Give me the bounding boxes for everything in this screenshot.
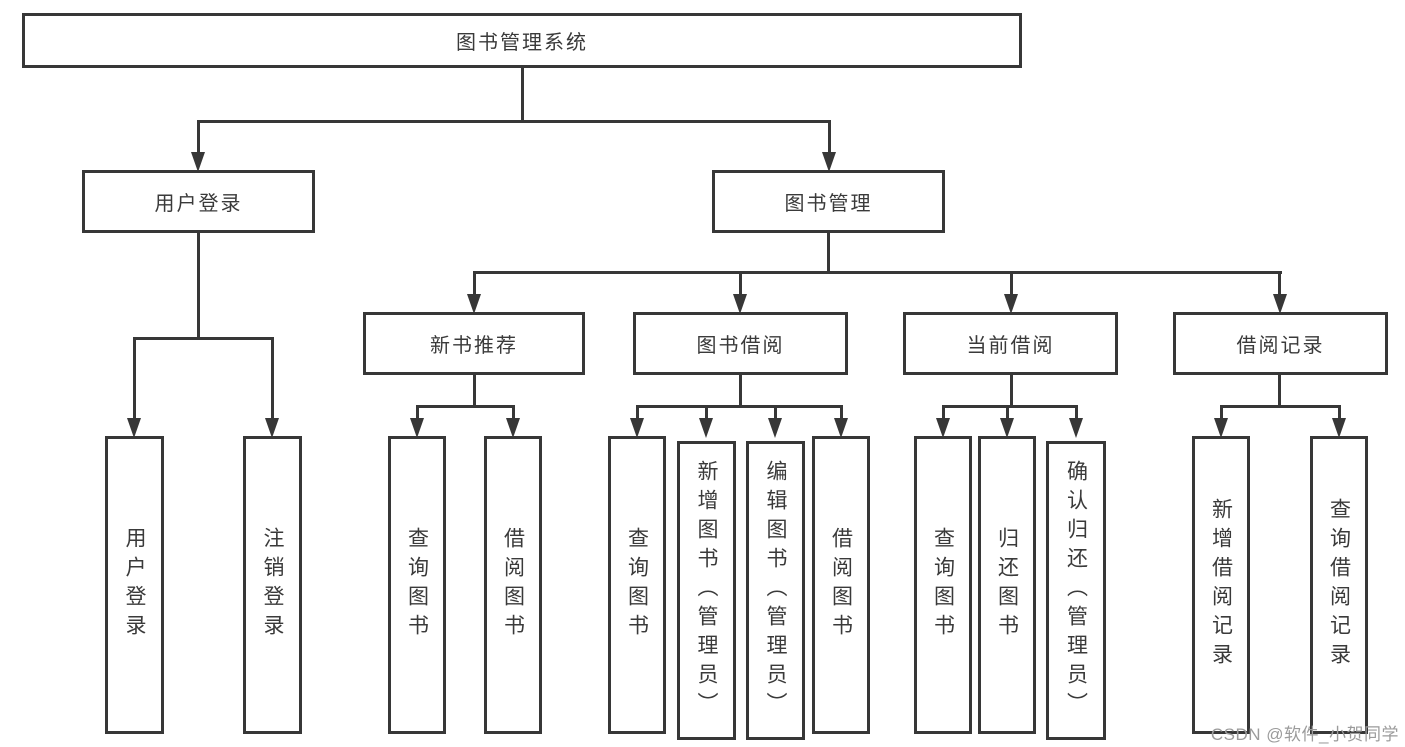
arrow-down-icon [699, 418, 713, 438]
node-user-login-label: 用户登录 [154, 193, 243, 215]
connector-stem [473, 375, 476, 407]
connector-drop [636, 405, 639, 420]
leaf-confirm-return-admin-label: 确认归还（管理员） [1064, 460, 1088, 721]
leaf-query-books-3-label: 查询图书 [931, 527, 955, 643]
leaf-borrow-books-2-label: 借阅图书 [829, 527, 853, 643]
leaf-query-books-1-label: 查询图书 [405, 527, 429, 643]
arrow-down-icon [1332, 418, 1346, 438]
arrow-down-icon [936, 418, 950, 438]
node-borrowing-records-label: 借阅记录 [1236, 335, 1325, 357]
connector-user-login-drop [197, 120, 200, 154]
node-book-system-label: 图书管理系统 [456, 32, 588, 54]
connector-book-mgmt-rail [473, 271, 1282, 274]
leaf-edit-book-admin-label: 编辑图书（管理员） [764, 460, 787, 721]
connector-drop [416, 405, 419, 420]
connector-stem [1010, 375, 1013, 407]
connector-drop [473, 271, 476, 297]
connector-drop [1220, 405, 1223, 420]
connector-drop [512, 405, 515, 420]
arrow-down-icon [1214, 418, 1228, 438]
arrow-down-icon [506, 418, 520, 438]
leaf-query-borrow-record: 查询借阅记录 [1310, 436, 1368, 734]
connector-root-stem [521, 68, 524, 122]
connector-drop [1006, 405, 1009, 420]
arrow-down-icon [834, 418, 848, 438]
connector-drop [774, 405, 777, 420]
connector-rail [942, 405, 1078, 408]
connector-root-rail [197, 120, 831, 123]
leaf-query-books-1: 查询图书 [388, 436, 446, 734]
arrow-down-icon [733, 294, 747, 314]
node-book-borrowing-label: 图书借阅 [696, 335, 785, 357]
leaf-query-borrow-record-label: 查询借阅记录 [1327, 498, 1351, 672]
connector-drop [1075, 405, 1078, 420]
node-current-borrowing: 当前借阅 [903, 312, 1118, 375]
node-new-book-recommend: 新书推荐 [363, 312, 585, 375]
leaf-confirm-return-admin: 确认归还（管理员） [1046, 441, 1106, 740]
csdn-watermark: CSDN @软件_小贺同学 [1210, 725, 1399, 744]
node-borrowing-records: 借阅记录 [1173, 312, 1388, 375]
connector-rail [636, 405, 843, 408]
connector-book-mgmt-drop [828, 120, 831, 154]
leaf-query-books-3: 查询图书 [914, 436, 972, 734]
leaf-borrow-books-2: 借阅图书 [812, 436, 870, 734]
leaf-add-borrow-record-label: 新增借阅记录 [1209, 498, 1233, 672]
connector-drop [271, 337, 274, 421]
connector-user-login-rail [133, 337, 274, 340]
node-user-login: 用户登录 [82, 170, 315, 233]
node-book-management: 图书管理 [712, 170, 945, 233]
connector-stem [1278, 375, 1281, 407]
connector-book-mgmt-stem [827, 233, 830, 274]
leaf-add-book-admin: 新增图书（管理员） [677, 441, 736, 740]
leaf-query-books-2: 查询图书 [608, 436, 666, 734]
leaf-borrow-books-1: 借阅图书 [484, 436, 542, 734]
leaf-logout-label: 注销登录 [261, 527, 284, 643]
connector-stem [739, 375, 742, 407]
arrow-down-icon [1004, 294, 1018, 314]
connector-drop [840, 405, 843, 420]
arrow-down-icon [768, 418, 782, 438]
connector-rail [416, 405, 515, 408]
leaf-user-login-label: 用户登录 [123, 527, 146, 643]
leaf-logout: 注销登录 [243, 436, 302, 734]
leaf-query-books-2-label: 查询图书 [625, 527, 649, 643]
connector-drop [133, 337, 136, 421]
node-current-borrowing-label: 当前借阅 [966, 335, 1055, 357]
connector-drop [705, 405, 708, 420]
leaf-user-login: 用户登录 [105, 436, 164, 734]
leaf-add-borrow-record: 新增借阅记录 [1192, 436, 1250, 734]
arrow-down-icon [1069, 418, 1083, 438]
leaf-return-books: 归还图书 [978, 436, 1036, 734]
arrow-down-icon [265, 418, 279, 438]
arrow-down-icon [127, 418, 141, 438]
leaf-return-books-label: 归还图书 [995, 527, 1019, 643]
connector-drop [1010, 271, 1013, 297]
arrow-down-icon [1000, 418, 1014, 438]
connector-drop [1338, 405, 1341, 420]
arrow-down-icon [822, 152, 836, 172]
leaf-borrow-books-1-label: 借阅图书 [501, 527, 525, 643]
arrow-down-icon [191, 152, 205, 172]
arrow-down-icon [1273, 294, 1287, 314]
connector-drop [1278, 271, 1281, 297]
connector-drop [942, 405, 945, 420]
node-book-system: 图书管理系统 [22, 13, 1022, 68]
node-book-management-label: 图书管理 [784, 193, 873, 215]
leaf-add-book-admin-label: 新增图书（管理员） [695, 460, 718, 721]
connector-user-login-stem [197, 233, 200, 339]
node-book-borrowing: 图书借阅 [633, 312, 848, 375]
connector-rail [1220, 405, 1341, 408]
arrow-down-icon [467, 294, 481, 314]
arrow-down-icon [410, 418, 424, 438]
arrow-down-icon [630, 418, 644, 438]
node-new-book-recommend-label: 新书推荐 [430, 335, 518, 357]
connector-drop [739, 271, 742, 297]
leaf-edit-book-admin: 编辑图书（管理员） [746, 441, 805, 740]
